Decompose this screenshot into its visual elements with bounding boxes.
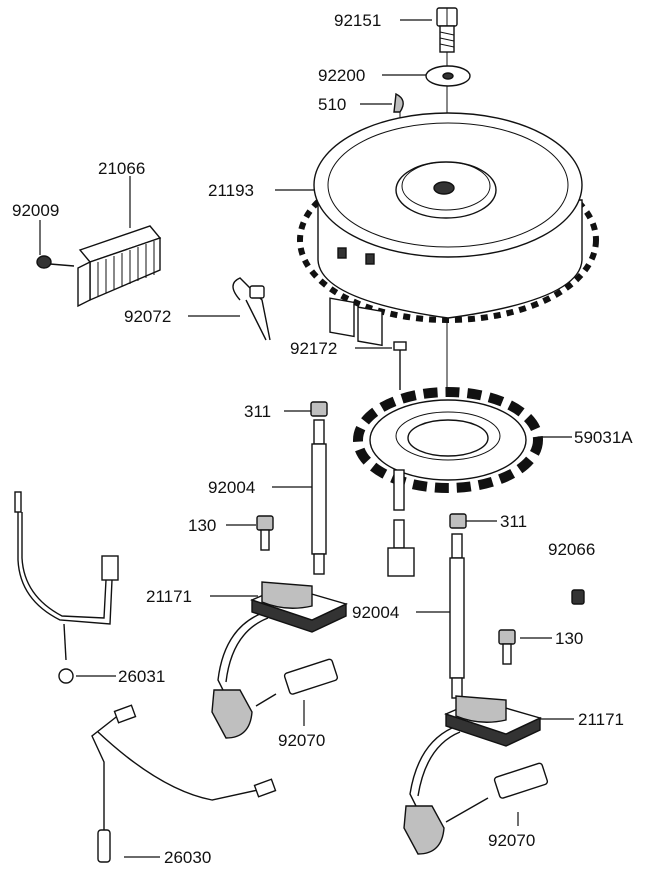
label-92004-right: 92004 (352, 603, 399, 622)
flat-washer-icon (425, 65, 471, 87)
wire-harness-icon (14, 491, 119, 684)
hex-bolt-icon (436, 7, 458, 180)
label-59031A: 59031A (574, 428, 633, 447)
ignition-coil-icon (409, 695, 542, 811)
label-92066: 92066 (548, 540, 595, 559)
label-26030: 26030 (164, 848, 211, 867)
label-92151: 92151 (334, 11, 381, 30)
label-311-left: 311 (244, 402, 271, 421)
spark-plug-icon (403, 762, 549, 855)
label-92200: 92200 (318, 66, 365, 85)
hex-nut-icon (310, 401, 328, 417)
flywheel-icon (297, 112, 599, 420)
label-21066: 21066 (98, 159, 145, 178)
label-92070-right: 92070 (488, 831, 535, 850)
label-92004-left: 92004 (208, 478, 255, 497)
label-21193: 21193 (208, 181, 254, 200)
label-26031: 26031 (118, 667, 165, 686)
stud-icon (449, 533, 465, 699)
ignition-coil-icon (217, 581, 348, 701)
hex-nut-icon (449, 513, 467, 529)
wire-clamp-icon (232, 277, 271, 341)
label-92172: 92172 (290, 339, 337, 358)
hex-bolt-icon (393, 341, 407, 390)
wire-harness-icon (91, 704, 277, 863)
stud-icon (311, 419, 327, 575)
label-92070-left: 92070 (278, 731, 325, 750)
label-21171-left: 21171 (146, 587, 192, 606)
label-21171-right: 21171 (578, 710, 624, 729)
label-130-right: 130 (555, 629, 583, 648)
spark-plug-icon (211, 658, 339, 739)
hex-bolt-icon (256, 515, 274, 551)
part-labels: 92151 92200 510 21193 21066 92009 92072 … (12, 11, 633, 867)
label-510: 510 (318, 95, 346, 114)
leader-lines (39, 19, 574, 858)
label-311-right: 311 (500, 512, 527, 531)
regulator-icon (77, 225, 162, 308)
stator-icon (353, 387, 543, 577)
label-92072: 92072 (124, 307, 171, 326)
hex-bolt-icon (498, 629, 516, 665)
hex-bolt-icon (36, 255, 75, 269)
label-92009: 92009 (12, 201, 59, 220)
label-130-left: 130 (188, 516, 216, 535)
hex-nut-icon (571, 589, 585, 605)
